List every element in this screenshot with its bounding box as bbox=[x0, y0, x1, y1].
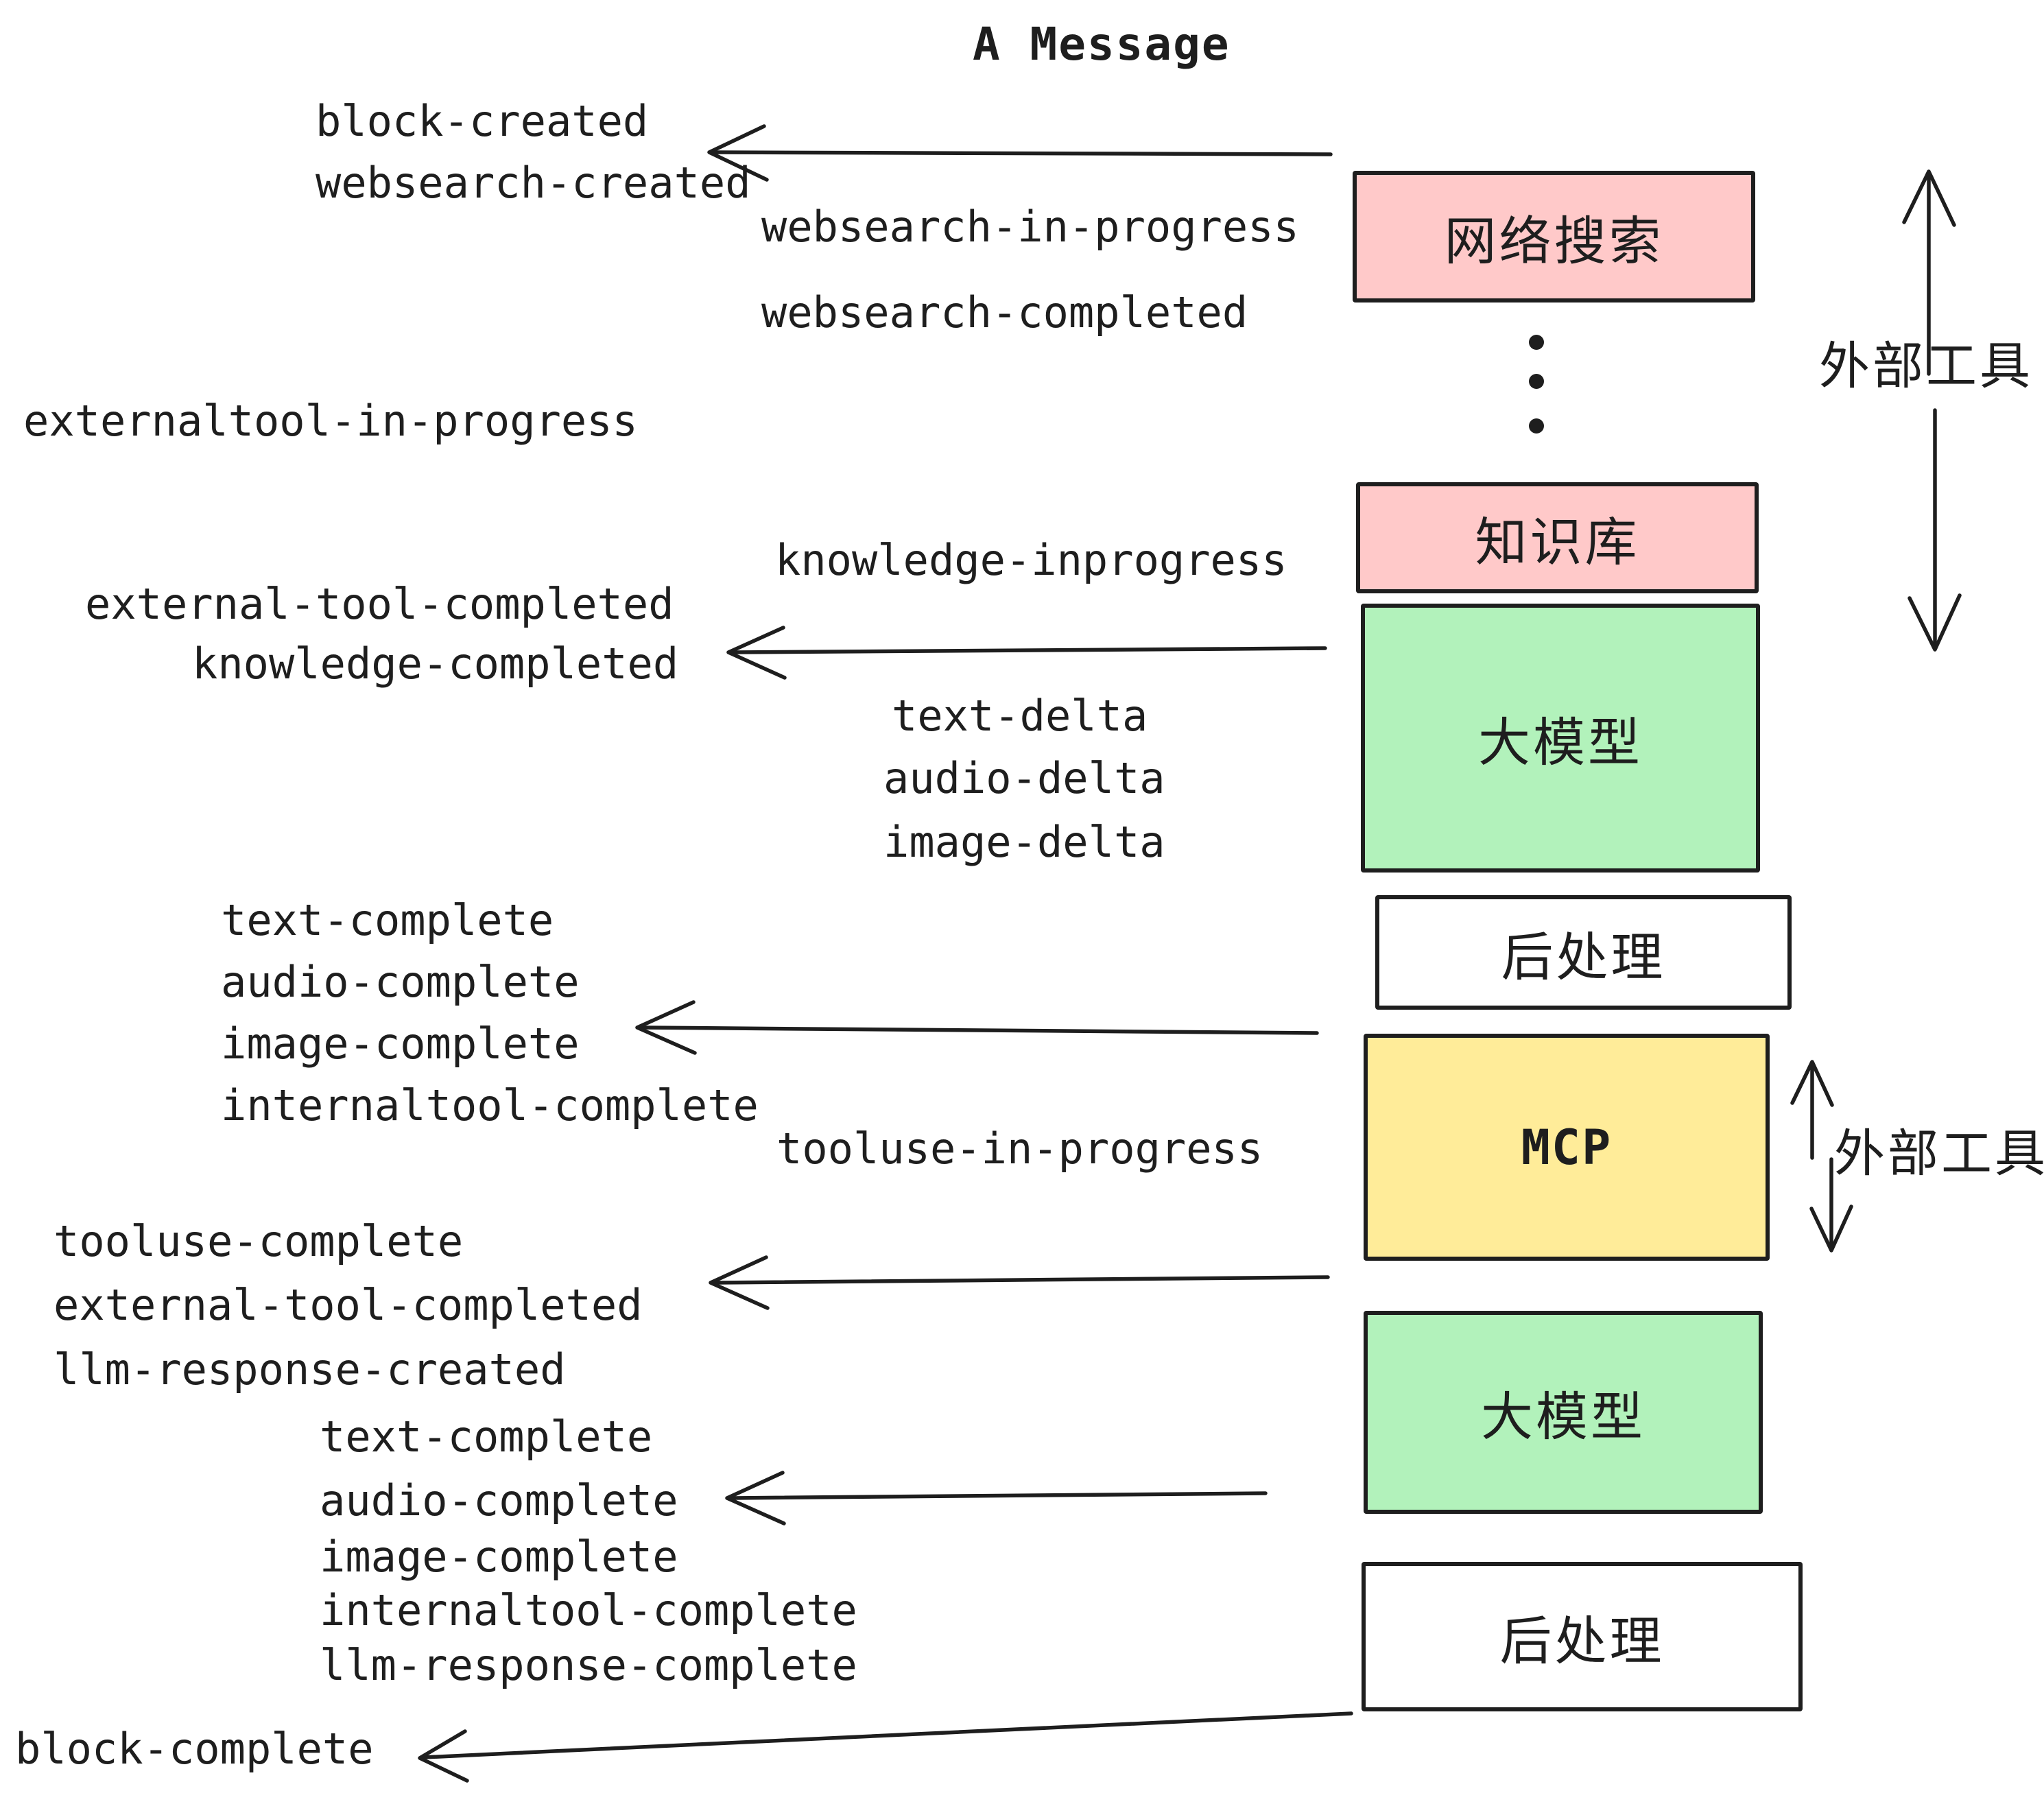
arrow-block-created-icon bbox=[707, 124, 1333, 182]
box-postprocess-2: 后处理 bbox=[1362, 1562, 1803, 1711]
label-llm-response-created: llm-response-created bbox=[54, 1344, 566, 1394]
arrow-external-tools-down-icon bbox=[1908, 408, 1962, 652]
box-llm-1-label: 大模型 bbox=[1478, 712, 1643, 773]
label-websearch-created: websearch-created bbox=[316, 158, 751, 208]
label-image-delta-1: image-delta bbox=[883, 817, 1165, 867]
box-llm-2: 大模型 bbox=[1364, 1311, 1763, 1514]
box-postprocess-2-label: 后处理 bbox=[1499, 1611, 1665, 1672]
arrow-knowledge-completed-icon bbox=[726, 626, 1327, 680]
page-title: A Message bbox=[973, 18, 1231, 71]
label-external-tool-completed-2: external-tool-completed bbox=[54, 1280, 643, 1330]
box-knowledge-base: 知识库 bbox=[1356, 482, 1759, 593]
arrow-block-complete-icon bbox=[418, 1711, 1353, 1783]
box-llm-2-label: 大模型 bbox=[1481, 1386, 1645, 1447]
label-text-complete-2: text-complete bbox=[320, 1412, 653, 1462]
side-label-external-tools-top: 外部工具 bbox=[1819, 337, 2033, 396]
label-tooluse-in-progress: tooluse-in-progress bbox=[776, 1124, 1263, 1174]
box-websearch-label: 网络搜索 bbox=[1444, 211, 1664, 272]
label-block-complete: block-complete bbox=[15, 1724, 374, 1774]
label-audio-delta-1: audio-delta bbox=[883, 753, 1165, 803]
side-label-external-tools-mcp: 外部工具 bbox=[1834, 1124, 2044, 1183]
box-mcp-label: MCP bbox=[1521, 1119, 1613, 1176]
label-llm-response-complete: llm-response-complete bbox=[320, 1640, 857, 1690]
ellipsis-dots-icon bbox=[1529, 335, 1544, 434]
box-llm-1: 大模型 bbox=[1361, 604, 1760, 873]
box-postprocess-1-label: 后处理 bbox=[1501, 926, 1666, 988]
label-image-complete-2: image-complete bbox=[320, 1532, 678, 1582]
label-knowledge-inprogress: knowledge-inprogress bbox=[775, 535, 1287, 585]
box-postprocess-1: 后处理 bbox=[1375, 895, 1792, 1010]
label-image-complete-1: image-complete bbox=[221, 1019, 580, 1069]
label-audio-complete-2: audio-complete bbox=[320, 1475, 678, 1526]
arrow-mcp-external-up-icon bbox=[1790, 1060, 1834, 1160]
box-knowledge-base-label: 知识库 bbox=[1475, 512, 1640, 573]
label-text-complete-1: text-complete bbox=[221, 895, 554, 945]
label-text-delta-1: text-delta bbox=[892, 691, 1148, 741]
label-audio-complete-1: audio-complete bbox=[221, 957, 580, 1007]
label-block-created: block-created bbox=[316, 96, 649, 146]
label-websearch-in-progress: websearch-in-progress bbox=[761, 202, 1299, 252]
arrow-internal-complete-icon bbox=[635, 1000, 1319, 1055]
label-knowledge-completed: knowledge-completed bbox=[192, 639, 679, 689]
arrow-tooluse-complete-icon bbox=[709, 1255, 1330, 1310]
label-external-tool-completed: external-tool-completed bbox=[85, 579, 674, 629]
box-mcp: MCP bbox=[1364, 1034, 1770, 1261]
arrow-audio-complete-icon bbox=[725, 1471, 1268, 1526]
box-websearch: 网络搜索 bbox=[1353, 171, 1755, 302]
label-externaltool-in-progress: externaltool-in-progress bbox=[23, 396, 638, 446]
label-websearch-completed: websearch-completed bbox=[761, 287, 1248, 337]
label-internaltool-complete-2: internaltool-complete bbox=[320, 1585, 857, 1635]
label-tooluse-complete: tooluse-complete bbox=[54, 1216, 464, 1266]
label-internaltool-complete-1: internaltool-complete bbox=[221, 1080, 759, 1130]
